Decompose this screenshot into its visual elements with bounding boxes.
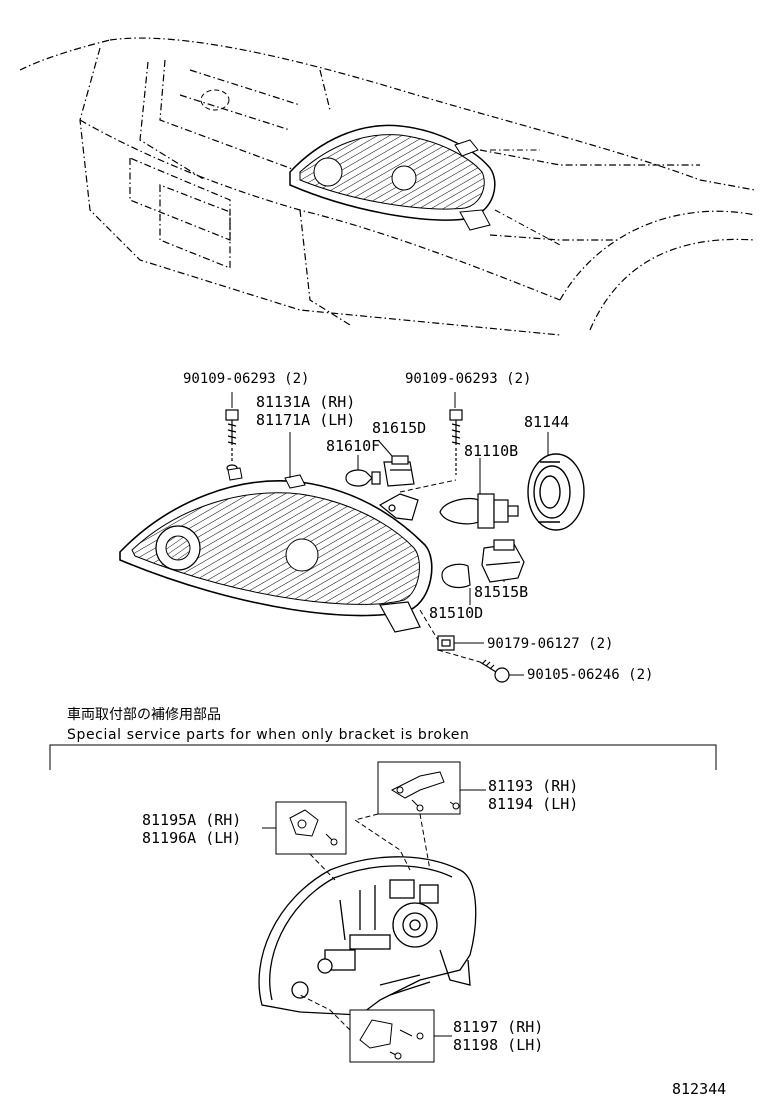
service-leaders [262,789,486,1037]
cover-part [527,453,585,531]
socket-turn-part [481,539,525,583]
bulb-small-part [345,469,381,487]
nut-label: 90179-06127 (2) [487,636,614,652]
headlamp-assembly-part [119,467,433,633]
screw-part [479,659,510,683]
bracket-left-lh-label: 81196A (LH) [142,829,242,847]
service-frame [49,744,717,770]
headlamp-rh-label: 81131A (RH) [256,393,356,411]
bulb-main-label: 81110B [464,442,519,460]
bolt-right-part [449,409,463,475]
nut-part [437,635,455,651]
bracket-top-box [377,761,461,815]
bulb-small-label: 81610F [326,437,381,455]
bulb-main-part [439,493,519,529]
socket-small-label: 81615D [372,419,427,437]
socket-small-part [383,455,415,487]
bracket-top-rh-label: 81193 (RH) [488,777,579,795]
lamp-clip-part [378,493,419,521]
housing-rear-part [258,856,477,1016]
bolt-left-label: 90109-06293 (2) [183,371,310,387]
bulb-turn-label: 81510D [429,604,484,622]
leader-lines [231,149,561,676]
bolt-left-part [225,409,239,472]
bracket-left-rh-label: 81195A (RH) [142,811,242,829]
headlamp-lh-label: 81171A (LH) [256,411,356,429]
bracket-bottom-rh-label: 81197 (RH) [453,1018,544,1036]
car-emblem [200,89,230,111]
service-title-jp: 車両取付部の補修用部品 [67,707,221,723]
bulb-turn-part [441,563,471,589]
bracket-top-lh-label: 81194 (LH) [488,795,579,813]
car-front-outline [19,37,756,336]
headlamp-installed [289,124,496,231]
bracket-left-box [275,801,347,855]
screw-label: 90105-06246 (2) [527,667,654,683]
bracket-bottom-box [349,1009,435,1063]
socket-turn-label: 81515B [474,583,529,601]
bracket-bottom-lh-label: 81198 (LH) [453,1036,544,1054]
diagram-reference-number: 812344 [672,1080,727,1098]
service-title-en: Special service parts for when only brac… [67,727,470,743]
cover-label: 81144 [524,413,570,431]
bolt-right-label: 90109-06293 (2) [405,371,532,387]
